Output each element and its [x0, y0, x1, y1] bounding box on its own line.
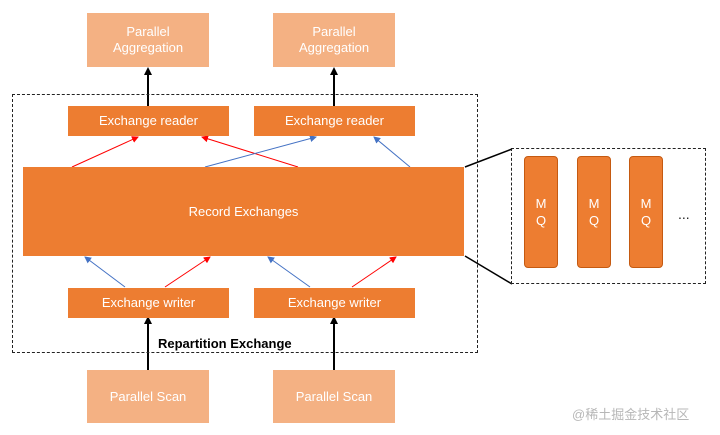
node-label: Exchange writer: [101, 295, 196, 310]
node-label: Parallel Scan: [295, 388, 373, 404]
parallel-scan-node-2: Parallel Scan: [273, 370, 395, 423]
mq-letter-1: M: [640, 196, 652, 211]
mq-letter-2: Q: [640, 213, 652, 228]
node-label: Parallel Scan: [109, 388, 187, 404]
mq-more-ellipsis: ...: [678, 206, 690, 222]
arrow-reader2-blue-right: [373, 136, 411, 168]
node-label: Record Exchanges: [188, 203, 299, 219]
node-label-line2: Aggregation: [298, 40, 370, 55]
mq-panel-boundary: [511, 148, 706, 284]
mq-queue-1: M Q: [524, 156, 558, 268]
mq-queue-2: M Q: [577, 156, 611, 268]
node-label: Exchange reader: [98, 113, 198, 128]
record-exchanges-node: Record Exchanges: [23, 167, 464, 256]
arrow-reader1-red-left: [71, 136, 139, 168]
mq-letter-2: Q: [535, 213, 547, 228]
arrow-writer1-red: [164, 256, 211, 288]
node-label: Exchange writer: [287, 295, 382, 310]
node-label-line2: Aggregation: [112, 40, 184, 55]
arrow-writer1-blue: [84, 256, 126, 288]
mq-queue-3: M Q: [629, 156, 663, 268]
mq-letter-1: M: [535, 196, 547, 211]
mq-letter-1: M: [588, 196, 600, 211]
zoom-line-bottom: [464, 255, 513, 285]
repartition-exchange-label: Repartition Exchange: [158, 336, 292, 351]
arrow-reader2-blue-left: [204, 135, 317, 168]
repartition-exchange-boundary: [12, 94, 478, 353]
arrow-writer2-red: [351, 256, 397, 288]
mq-letter-2: Q: [588, 213, 600, 228]
parallel-scan-node-1: Parallel Scan: [87, 370, 209, 423]
node-label-line1: Parallel: [312, 24, 356, 39]
arrow-writer2-blue: [267, 256, 311, 288]
node-label: Exchange reader: [284, 113, 384, 128]
exchange-reader-node-2: Exchange reader: [254, 106, 415, 136]
zoom-line-top: [464, 148, 513, 168]
exchange-writer-node-1: Exchange writer: [68, 288, 229, 318]
node-label-line1: Parallel: [126, 24, 170, 39]
exchange-writer-node-2: Exchange writer: [254, 288, 415, 318]
arrow-reader1-red-right: [201, 135, 299, 168]
watermark: @稀土掘金技术社区: [572, 407, 690, 422]
exchange-reader-node-1: Exchange reader: [68, 106, 229, 136]
